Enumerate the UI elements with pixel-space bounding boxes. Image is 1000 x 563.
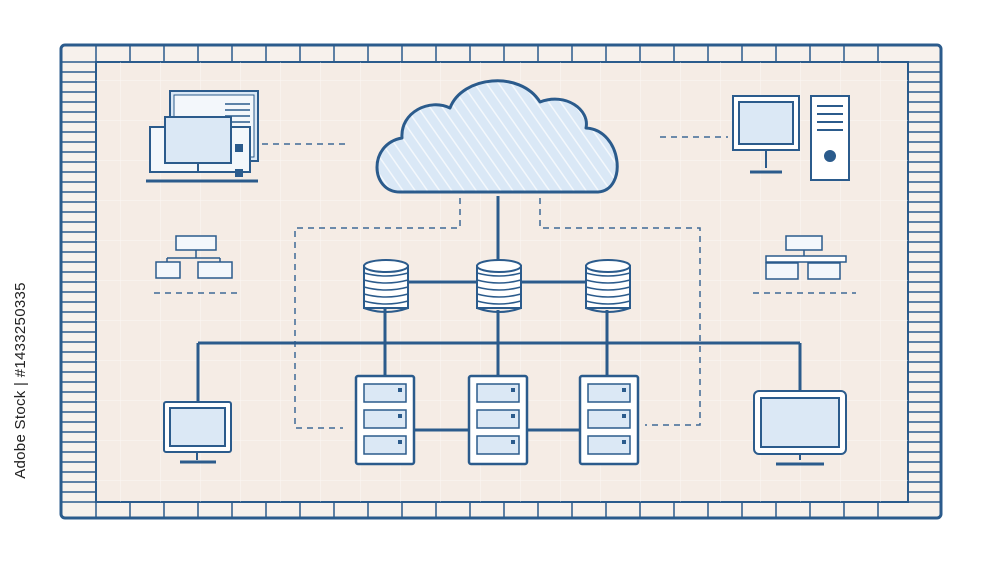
frame-brick-bottom (95, 502, 879, 518)
hierarchy-icon (765, 235, 847, 280)
desktop-tower-icon (732, 95, 850, 181)
monitor-icon (163, 401, 232, 464)
server-rack-icon (354, 374, 416, 466)
cloud-icon (375, 79, 619, 194)
monitor-icon (753, 390, 847, 466)
frame-brick-top (95, 45, 879, 62)
dashed-links (154, 136, 856, 429)
server-rack-icon (578, 374, 640, 466)
stock-id-label: Adobe Stock | #1433250335 (11, 281, 29, 479)
network-links (196, 196, 802, 432)
hierarchy-icon (155, 235, 233, 279)
server-rack-icon (467, 374, 529, 466)
database-icon (476, 259, 522, 313)
laptop-icon (146, 90, 259, 183)
frame-brick-left (61, 61, 96, 503)
database-icon (363, 259, 409, 313)
stock-watermark: Adobe Stock | #1433250335 (2, 282, 38, 479)
frame-brick-right (908, 61, 941, 503)
database-icon (585, 259, 631, 313)
